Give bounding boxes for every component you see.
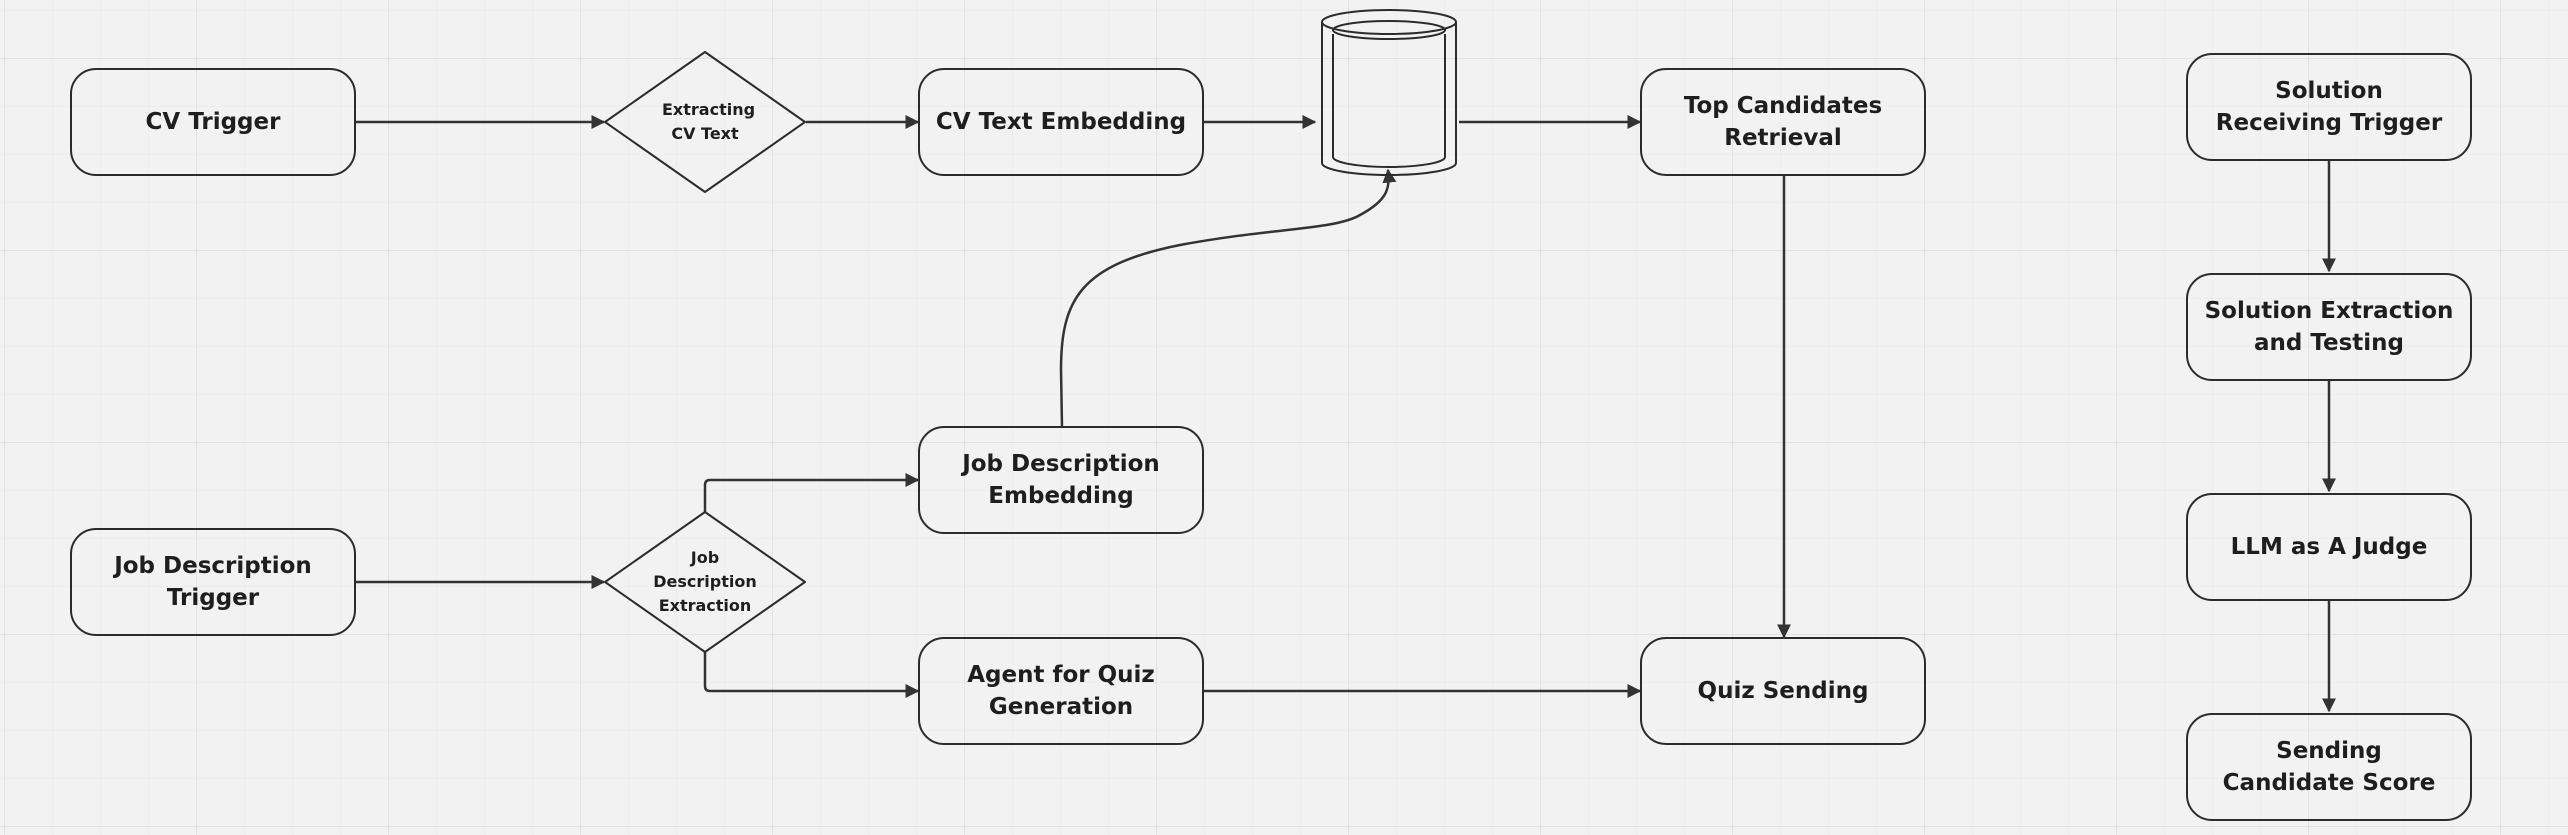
cv-text-embedding-node[interactable]: CV Text Embedding <box>918 68 1204 176</box>
job-description-embedding-node[interactable]: Job Description Embedding <box>918 426 1204 534</box>
agent-for-quiz-generation-node[interactable]: Agent for Quiz Generation <box>918 637 1204 745</box>
solution-extraction-and-testing-label: Solution Extraction and Testing <box>2204 298 2454 356</box>
quiz-sending-node[interactable]: Quiz Sending <box>1640 637 1926 745</box>
edge-jd-embedding-to-database <box>1059 168 1397 427</box>
solution-receiving-trigger-label: Solution Receiving Trigger <box>2215 78 2443 136</box>
edge-extraction-to-quiz-agent <box>703 652 920 698</box>
cv-trigger-node[interactable]: CV Trigger <box>70 68 356 176</box>
sending-candidate-score-label: Sending Candidate Score <box>2222 738 2436 796</box>
solution-extraction-and-testing-node[interactable]: Solution Extraction and Testing <box>2186 273 2472 381</box>
job-description-extraction-label: Job Description Extraction <box>640 546 770 618</box>
vector-database-icon[interactable] <box>1321 9 1457 176</box>
top-candidates-retrieval-node[interactable]: Top Candidates Retrieval <box>1640 68 1926 176</box>
extracting-cv-text-diamond[interactable] <box>604 51 806 193</box>
job-description-trigger-node[interactable]: Job Description Trigger <box>70 528 356 636</box>
edge-extraction-to-jd-embedding <box>703 473 920 512</box>
job-description-embedding-label: Job Description Embedding <box>962 451 1160 509</box>
top-candidates-retrieval-label: Top Candidates Retrieval <box>1683 93 1883 151</box>
cv-trigger-label: CV Trigger <box>145 109 281 135</box>
job-description-extraction-diamond[interactable] <box>604 511 806 653</box>
extracting-cv-text-label: Extracting CV Text <box>640 98 770 146</box>
quiz-sending-label: Quiz Sending <box>1697 678 1869 704</box>
job-description-trigger-label: Job Description Trigger <box>114 553 312 611</box>
extracting-cv-text-text: Extracting CV Text <box>662 100 756 143</box>
sending-candidate-score-node[interactable]: Sending Candidate Score <box>2186 713 2472 821</box>
job-description-extraction-text: Job Description Extraction <box>653 548 757 615</box>
llm-as-a-judge-label: LLM as A Judge <box>2230 534 2428 560</box>
solution-receiving-trigger-node[interactable]: Solution Receiving Trigger <box>2186 53 2472 161</box>
llm-as-a-judge-node[interactable]: LLM as A Judge <box>2186 493 2472 601</box>
agent-for-quiz-generation-label: Agent for Quiz Generation <box>967 662 1155 720</box>
cv-text-embedding-label: CV Text Embedding <box>935 109 1187 135</box>
